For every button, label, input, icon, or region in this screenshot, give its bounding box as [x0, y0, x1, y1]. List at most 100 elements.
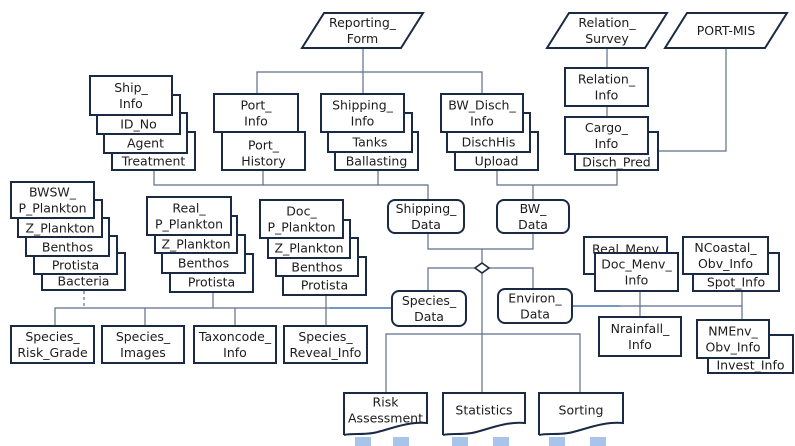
species-images-label: Species_	[116, 329, 171, 344]
taxoncode-info-shape	[193, 325, 277, 364]
port-info-node: Port_Info	[213, 93, 299, 133]
taxoncode-info-label: Taxoncode_	[198, 329, 272, 344]
relation-survey-label: Relation_	[578, 15, 636, 30]
reporting-form-shape	[300, 12, 425, 49]
species-images-shape	[101, 325, 185, 364]
ncoastal-obv-info-label: NCoastal_	[694, 240, 757, 255]
bwsw-bacteria-label: Bacteria	[58, 274, 110, 289]
nmenv-obv-info-shape	[696, 319, 770, 359]
species-reveal-info-node: Species_Reveal_Info	[283, 325, 368, 364]
shipping-data-label: Shipping_	[396, 201, 458, 216]
bwsw-p-plankton-node: BWSW_P_Plankton	[10, 181, 95, 219]
disch-pred-label: Disch_Pred	[582, 155, 650, 170]
species-reveal-info-label: Species_	[298, 329, 353, 344]
risk-assessment-label: Assessment	[348, 411, 423, 426]
tanks-label: Tanks	[352, 135, 388, 150]
junction-diamond	[473, 262, 491, 274]
reporting-form-node: Reporting_Form	[300, 12, 425, 49]
shipping-info-label: Info	[351, 114, 375, 129]
taxoncode-info-label: Info	[223, 345, 247, 360]
bw-disch-info-node: BW_Disch_Info	[440, 93, 524, 133]
reporting-form-label: Form	[347, 31, 379, 46]
shipping-data-node: Shipping_Data	[387, 199, 465, 234]
bwsw-p-plankton-shape	[10, 181, 95, 219]
port-info-label: Info	[244, 114, 268, 129]
species-risk-grade-shape	[10, 325, 95, 364]
bw-data-label: BW_	[520, 201, 547, 216]
nrainfall-info-label: Nrainfall_	[611, 321, 671, 336]
invest-info-label: Invest_Info	[716, 358, 784, 373]
port-info-shape	[213, 93, 299, 133]
doc-p-plankton-shape	[259, 199, 344, 239]
nmenv-obv-info-label: Obv_Info	[705, 340, 760, 355]
ncoastal-obv-info-shape	[682, 236, 769, 275]
right-merge	[496, 170, 618, 186]
ncoastal-obv-info-node: NCoastal_Obv_Info	[682, 236, 769, 275]
shipping-info-label: Shipping_	[332, 98, 394, 113]
ship-info-label: Info	[119, 96, 143, 111]
relation-survey-label: Survey	[585, 31, 629, 46]
doc-p-plankton-label: Doc_	[286, 204, 317, 219]
data-merge	[427, 233, 534, 250]
doc-p-plankton-label: P_Plankton	[267, 220, 335, 235]
nmenv-obv-info-node: NMEnv_Obv_Info	[696, 319, 770, 359]
taxoncode-info-node: Taxoncode_Info	[193, 325, 277, 364]
relation-survey-node: Relation_Survey	[545, 12, 669, 49]
reporting-form-label: Reporting_	[329, 15, 397, 30]
species-data-label: Data	[414, 309, 444, 324]
bw-data-shape	[496, 199, 570, 234]
real-z-plankton-label: Z_Plankton	[161, 237, 230, 252]
risk-assessment-label: Risk	[373, 395, 400, 410]
risk-assessment-shape	[343, 392, 428, 436]
bwsw-protista-label: Protista	[52, 258, 99, 273]
bwsw-benthos-label: Benthos	[42, 240, 93, 255]
species-images-node: Species_Images	[101, 325, 185, 364]
environ-data-shape	[497, 288, 573, 324]
statistics-shape	[442, 392, 526, 436]
statistics-label: Statistics	[455, 403, 512, 418]
statistics-node: Statistics	[442, 392, 526, 436]
ship-info-shape	[89, 75, 173, 116]
edge-artifact	[393, 437, 409, 446]
doc-menv-info-label: Doc_Menv_	[601, 257, 672, 272]
cargo-info-node: Cargo_Info	[564, 116, 649, 155]
port-mis-node: PORT-MIS	[663, 12, 789, 49]
doc-protista-label: Protista	[301, 278, 348, 293]
port-mis-connector	[658, 48, 727, 152]
cargo-info-shape	[564, 116, 649, 155]
species-images-label: Images	[120, 345, 166, 360]
species-risk-grade-node: Species_Risk_Grade	[10, 325, 95, 364]
treatment-label: Treatment	[121, 154, 186, 169]
nrainfall-info-node: Nrainfall_Info	[598, 316, 682, 357]
relation-survey-shape	[545, 12, 669, 49]
relation-info-node: Relation_Info	[564, 67, 649, 107]
ship-info-node: Ship_Info	[89, 75, 173, 116]
doc-menv-info-shape	[594, 252, 679, 292]
doc-z-plankton-label: Z_Plankton	[274, 241, 343, 256]
species-risk-grade-label: Risk_Grade	[17, 345, 88, 360]
bw-disch-info-label: Info	[470, 114, 494, 129]
nrainfall-info-label: Info	[628, 337, 652, 352]
cargo-info-label: Cargo_	[585, 120, 629, 135]
port-history-label: Port_	[248, 138, 280, 153]
edge-artifact	[355, 437, 371, 446]
left-merge	[153, 170, 429, 200]
edge-artifact	[493, 437, 509, 446]
port-history-label: History	[241, 154, 286, 169]
agent-label: Agent	[127, 136, 164, 151]
nrainfall-info-shape	[598, 316, 682, 357]
port-history-node: Port_History	[221, 131, 306, 171]
doc-p-plankton-node: Doc_P_Plankton	[259, 199, 344, 239]
port-history-shape	[221, 131, 306, 171]
nmenv-obv-info-label: NMEnv_	[708, 324, 758, 339]
sorting-shape	[538, 392, 624, 436]
relation-info-shape	[564, 67, 649, 107]
environ-data-node: Environ_Data	[497, 288, 573, 324]
ballasting-label: Ballasting	[346, 154, 408, 169]
edge-artifact	[549, 437, 565, 446]
shipping-info-shape	[320, 93, 405, 133]
edge-artifact	[452, 437, 468, 446]
species-risk-grade-label: Species_	[25, 329, 80, 344]
species-reveal-info-label: Reveal_Info	[290, 345, 362, 360]
